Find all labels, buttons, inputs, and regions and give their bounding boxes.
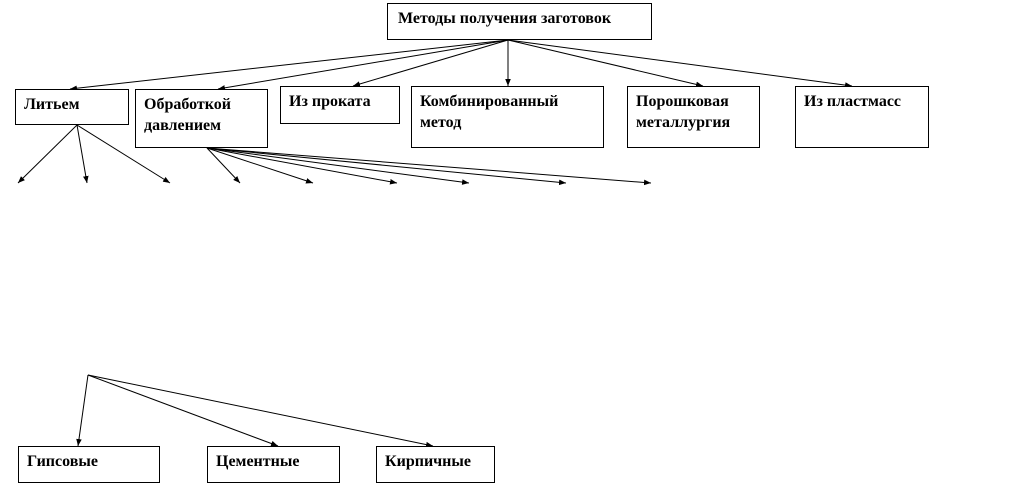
method-box-rolled: Из проката — [280, 86, 400, 124]
arrow-root-plastics — [507, 39, 853, 88]
arrow-root-pressure — [217, 39, 509, 91]
arrow-molds-gypsum — [76, 374, 89, 447]
method-box-pressure: Обработкой давлением — [135, 89, 268, 148]
arrow-pressure-sub-1 — [206, 147, 241, 184]
arrow-molds-brick — [87, 374, 434, 448]
arrow-molds-cement — [87, 374, 279, 447]
method-box-plastics: Из пластмасс — [795, 86, 929, 148]
arrow-pressure-sub-5 — [206, 147, 567, 186]
arrow-pressure-sub-3 — [206, 147, 398, 185]
method-box-powder: Порошковая металлургия — [627, 86, 760, 148]
arrow-root-powder — [507, 39, 704, 88]
arrow-root-casting — [69, 39, 509, 92]
mold-box-gypsum: Гипсовые — [18, 446, 160, 483]
arrow-casting-sub-2 — [76, 124, 89, 184]
method-box-combined: Комбинированный метод — [411, 86, 604, 148]
arrow-root-rolled — [352, 39, 509, 87]
mold-box-brick: Кирпичные — [376, 446, 495, 483]
method-box-casting: Литьем — [15, 89, 129, 125]
arrow-pressure-sub-2 — [206, 147, 314, 184]
arrow-pressure-sub-6 — [206, 147, 652, 186]
root-box: Методы получения заготовок — [387, 3, 652, 40]
mold-box-cement: Цементные — [207, 446, 340, 483]
arrow-pressure-sub-4 — [206, 147, 470, 185]
arrow-casting-sub-3 — [76, 124, 171, 184]
arrow-casting-sub-1 — [17, 124, 78, 184]
